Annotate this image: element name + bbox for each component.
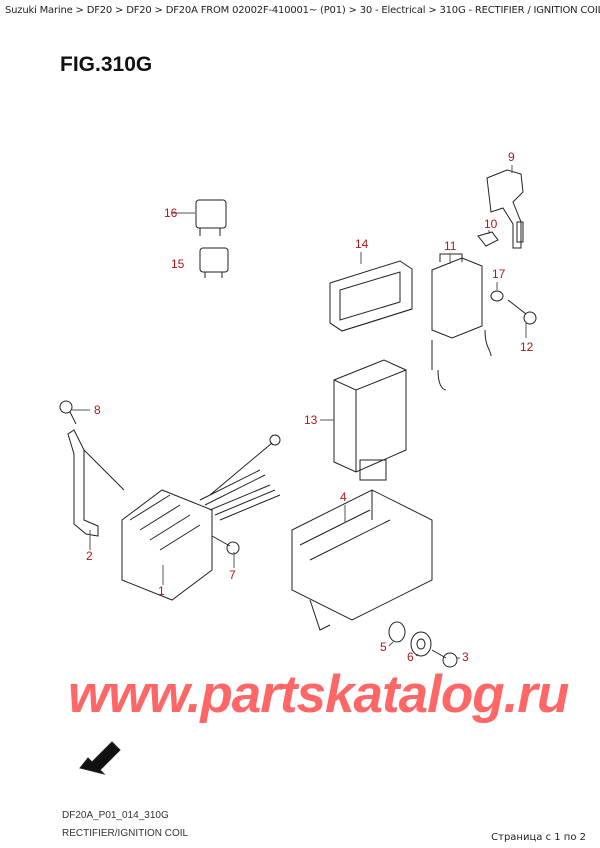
callout-3[interactable]: 3: [462, 650, 469, 664]
part-washer-17: [490, 290, 504, 302]
part-bracket-2: [67, 429, 125, 537]
part-relay-15: [199, 247, 229, 278]
part-relay-16: [195, 199, 227, 236]
part-clip-10: [477, 231, 499, 247]
part-bolt-8: [59, 400, 77, 425]
leader-lines: [72, 165, 527, 659]
figure-title: FIG.310G: [60, 53, 153, 76]
part-holder-4: [291, 489, 433, 631]
callout-8[interactable]: 8: [94, 403, 101, 417]
callout-1[interactable]: 1: [158, 584, 165, 598]
part-bolt-12: [507, 299, 537, 325]
part-plug-cap-9: [486, 169, 524, 249]
part-collar-6: [410, 631, 432, 657]
diagram-code: DF20A_P01_014_310G: [62, 810, 169, 821]
part-bolt-3: [431, 649, 458, 668]
callout-7[interactable]: 7: [229, 568, 236, 582]
callout-14[interactable]: 14: [355, 237, 369, 251]
pager: Страница с 1 по 2: [491, 832, 586, 843]
part-cover-14: [329, 260, 413, 332]
callout-12[interactable]: 12: [520, 340, 534, 354]
callout-2[interactable]: 2: [86, 549, 93, 563]
part-grommet-5: [388, 621, 406, 643]
callout-17[interactable]: 17: [492, 267, 506, 281]
watermark: www.partskatalog.ru: [68, 665, 569, 724]
part-bolt-7: [211, 535, 240, 555]
callout-10[interactable]: 10: [484, 217, 498, 231]
callout-13[interactable]: 13: [304, 413, 318, 427]
part-rectifier-1: [121, 434, 281, 601]
callout-5[interactable]: 5: [380, 640, 387, 654]
callout-11[interactable]: 11: [444, 239, 457, 253]
part-ignition-coil-11: [431, 253, 492, 391]
callout-9[interactable]: 9: [508, 150, 515, 164]
breadcrumb[interactable]: Suzuki Marine > DF20 > DF20 > DF20A FROM…: [5, 5, 600, 16]
callout-6[interactable]: 6: [407, 650, 414, 664]
callout-16[interactable]: 16: [164, 206, 178, 220]
callout-15[interactable]: 15: [171, 257, 185, 271]
diagram-caption: RECTIFIER/IGNITION COIL: [62, 828, 189, 839]
part-cdi-unit-13: [333, 359, 407, 481]
callout-4[interactable]: 4: [340, 490, 347, 504]
fwd-arrow-icon: [79, 741, 121, 775]
